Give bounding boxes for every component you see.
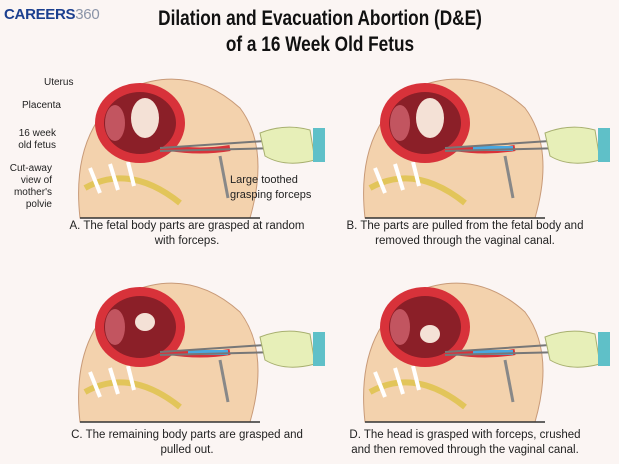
title-line-1: Dilation and Evacuation Abortion (D&E) — [158, 7, 482, 30]
caption-a: A. The fetal body parts are grasped at r… — [69, 220, 305, 247]
speculum-icon — [503, 155, 515, 199]
title-line-2: of a 16 Week Old Fetus — [225, 33, 415, 56]
panel-b-illustration — [355, 68, 615, 258]
fetus-icon — [420, 325, 440, 343]
label-placenta: Placenta — [22, 100, 61, 111]
sleeve-icon — [598, 128, 610, 162]
dilator — [473, 146, 513, 151]
fetus-icon — [131, 98, 159, 138]
procedure-illustration — [78, 282, 325, 423]
forceps-icon — [159, 139, 281, 152]
gloved-hand-icon — [259, 126, 316, 164]
caption-c: C. The remaining body parts are grasped … — [71, 429, 303, 456]
label-forceps: Large toothed grasping forceps — [230, 174, 312, 201]
procedure-illustration — [363, 282, 610, 423]
placenta-icon — [105, 309, 125, 345]
label-pelvis: Cut-away view of mother's polvie — [9, 163, 52, 210]
forceps-icon — [159, 343, 281, 356]
fetus-icon — [135, 313, 155, 331]
speculum-icon — [503, 359, 515, 403]
pelvic-bones — [88, 365, 136, 398]
speculum-icon — [218, 359, 230, 403]
gloved-hand-icon — [544, 126, 601, 164]
speculum-icon — [218, 155, 230, 199]
logo-number: 360 — [75, 6, 100, 23]
sleeve-icon — [313, 332, 325, 366]
panel-d-illustration — [355, 272, 615, 462]
page-title: Dilation and Evacuation Abortion (D&E) o… — [140, 6, 501, 58]
sleeve-icon — [598, 332, 610, 366]
pelvic-bones — [373, 365, 421, 398]
panel-a-illustration — [70, 68, 330, 258]
caption-b: B. The parts are pulled from the fetal b… — [346, 220, 584, 247]
placenta-icon — [390, 309, 410, 345]
procedure-illustration — [78, 78, 325, 219]
label-uterus: Uterus — [44, 77, 74, 88]
pelvic-bones — [88, 161, 136, 194]
gloved-hand-icon — [544, 330, 601, 368]
label-fetus: 16 week old fetus — [18, 128, 56, 151]
forceps-icon — [444, 139, 566, 152]
procedure-illustration — [363, 78, 610, 219]
dilator — [473, 350, 513, 355]
careers360-logo: CAREERS360 — [4, 6, 100, 23]
fetus-icon — [416, 98, 444, 138]
placenta-icon — [105, 105, 125, 141]
panel-c-illustration — [70, 272, 330, 462]
placenta-icon — [390, 105, 410, 141]
dilator — [188, 350, 228, 355]
forceps-icon — [444, 343, 566, 356]
logo-brand: CAREERS — [4, 6, 76, 23]
gloved-hand-icon — [259, 330, 316, 368]
sleeve-icon — [313, 128, 325, 162]
pelvic-bones — [373, 161, 421, 194]
caption-d: D. The head is grasped with forceps, cru… — [349, 429, 581, 456]
